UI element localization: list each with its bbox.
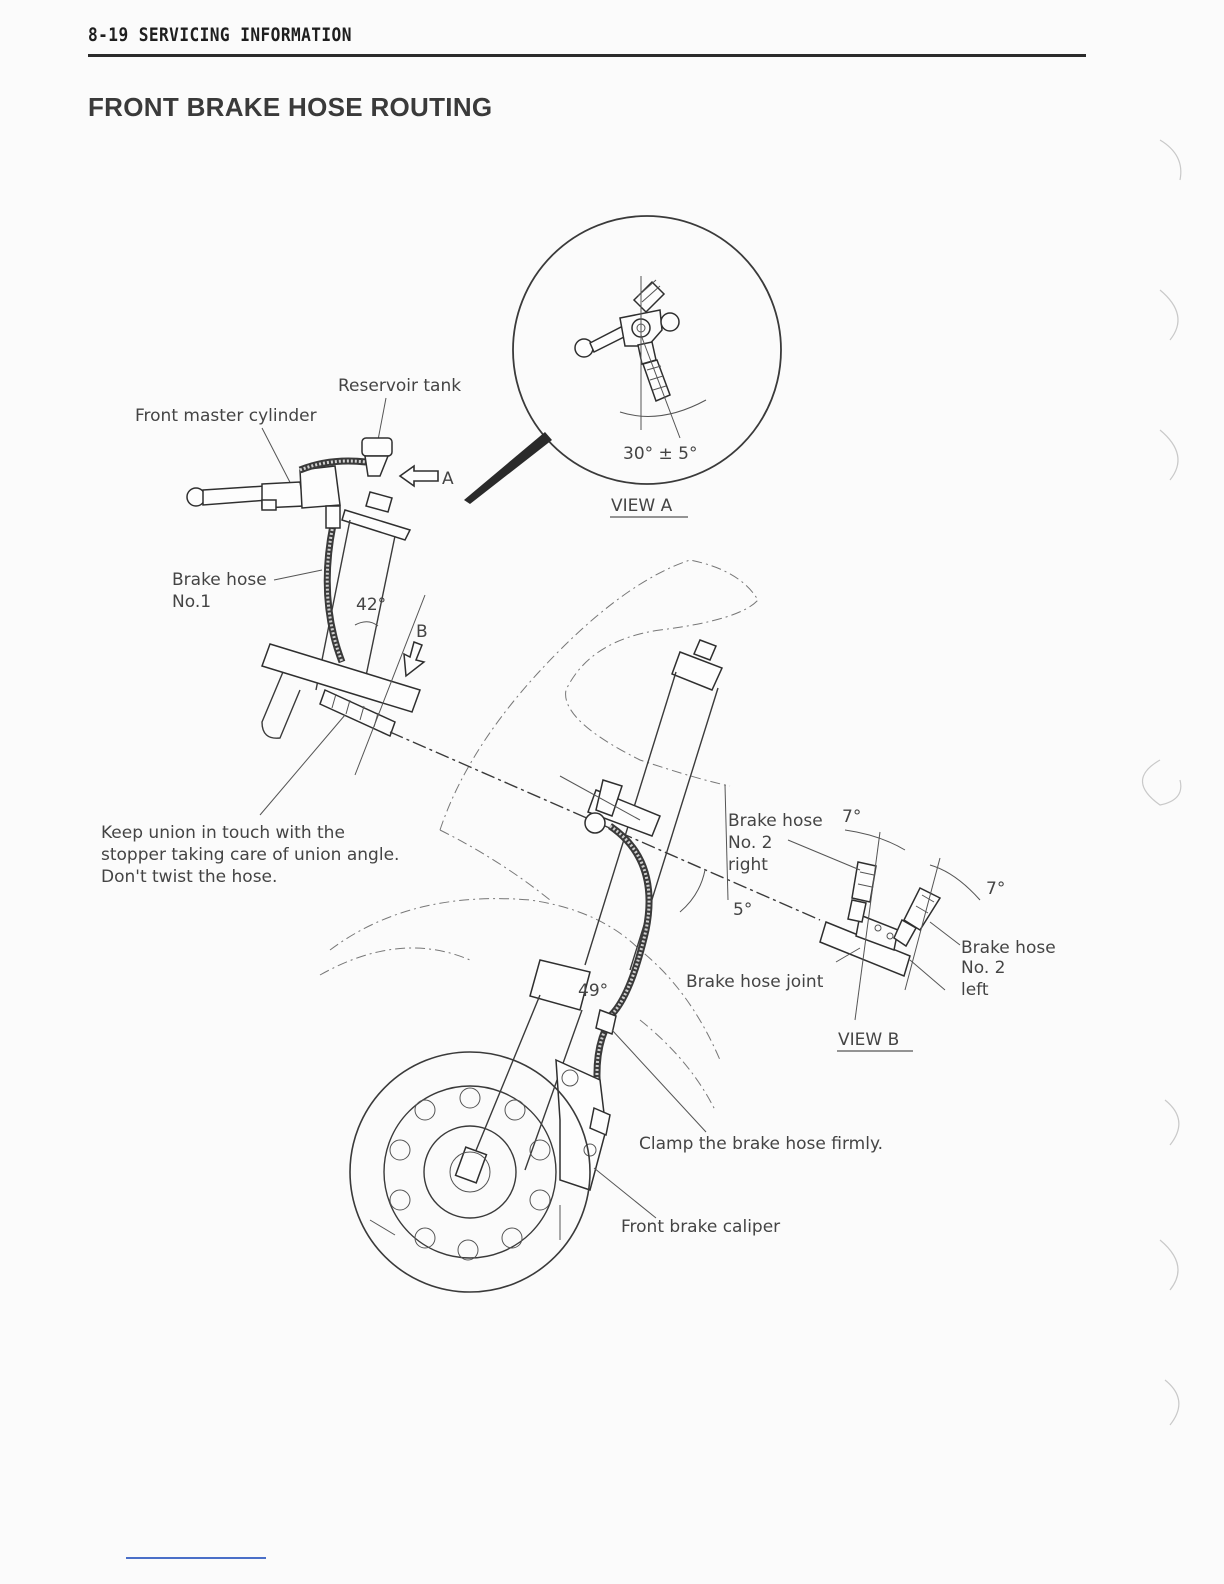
reservoir-tank-label: Reservoir tank	[338, 376, 461, 396]
page-edge-marks	[1142, 139, 1182, 1426]
keep-union-line3: Don't twist the hose.	[101, 867, 277, 887]
brake-hose-no2-right-line1: Brake hose	[728, 811, 823, 831]
angle-5-label: 5°	[733, 900, 752, 920]
view-a-leader	[464, 432, 552, 504]
lower-fork-assembly: 49°	[389, 639, 821, 1191]
view-b-label: VIEW B	[838, 1030, 899, 1050]
front-master-cylinder-label: Front master cylinder	[135, 406, 317, 426]
angle-30-label: 30° ± 5°	[623, 444, 698, 464]
view-a-label: VIEW A	[611, 496, 673, 516]
footer-rule	[126, 1557, 266, 1559]
front-brake-caliper-label: Front brake caliper	[621, 1217, 780, 1237]
angle-7-left-label: 7°	[986, 879, 1005, 899]
keep-union-line1: Keep union in touch with the	[101, 823, 345, 843]
fairing-outline	[319, 559, 759, 1111]
brake-hose-no1-label-line1: Brake hose	[172, 570, 267, 590]
brake-hose-no2-left-line1: Brake hose	[961, 938, 1056, 958]
angle-42-label: 42°	[356, 595, 386, 615]
brake-hose-no2-right-line2: No. 2	[728, 833, 772, 853]
brake-hose-joint-label: Brake hose joint	[686, 972, 824, 992]
view-a-detail: 30° ± 5° VIEW A	[464, 215, 782, 518]
page-title: FRONT BRAKE HOSE ROUTING	[88, 92, 493, 122]
header-text: 8-19 SERVICING INFORMATION	[88, 24, 352, 46]
page-header: 8-19 SERVICING INFORMATION	[88, 24, 1086, 57]
angle-7-right-label: 7°	[842, 807, 861, 827]
angle-49-label: 49°	[578, 981, 608, 1001]
brake-hose-no1-label-line2: No.1	[172, 592, 211, 612]
clamp-label: Clamp the brake hose firmly.	[639, 1134, 883, 1154]
keep-union-note: Keep union in touch with the stopper tak…	[101, 823, 399, 887]
brake-hose-no2-right-line3: right	[728, 855, 768, 875]
bottom-callouts: Clamp the brake hose firmly. Front brake…	[593, 1029, 883, 1237]
brake-hose-no2-left-line3: left	[961, 980, 989, 1000]
brake-disc	[349, 1051, 591, 1293]
master-cylinder-assembly: Reservoir tank Front master cylinder A	[135, 376, 461, 816]
arrow-a-label: A	[442, 469, 454, 489]
brake-hose-no2-left-line2: No. 2	[961, 958, 1005, 978]
arrow-b-label: B	[416, 622, 428, 642]
view-b-detail: Brake hose No. 2 right 7° 7° 5° Brake ho…	[559, 775, 1056, 1052]
keep-union-line2: stopper taking care of union angle.	[101, 845, 399, 865]
